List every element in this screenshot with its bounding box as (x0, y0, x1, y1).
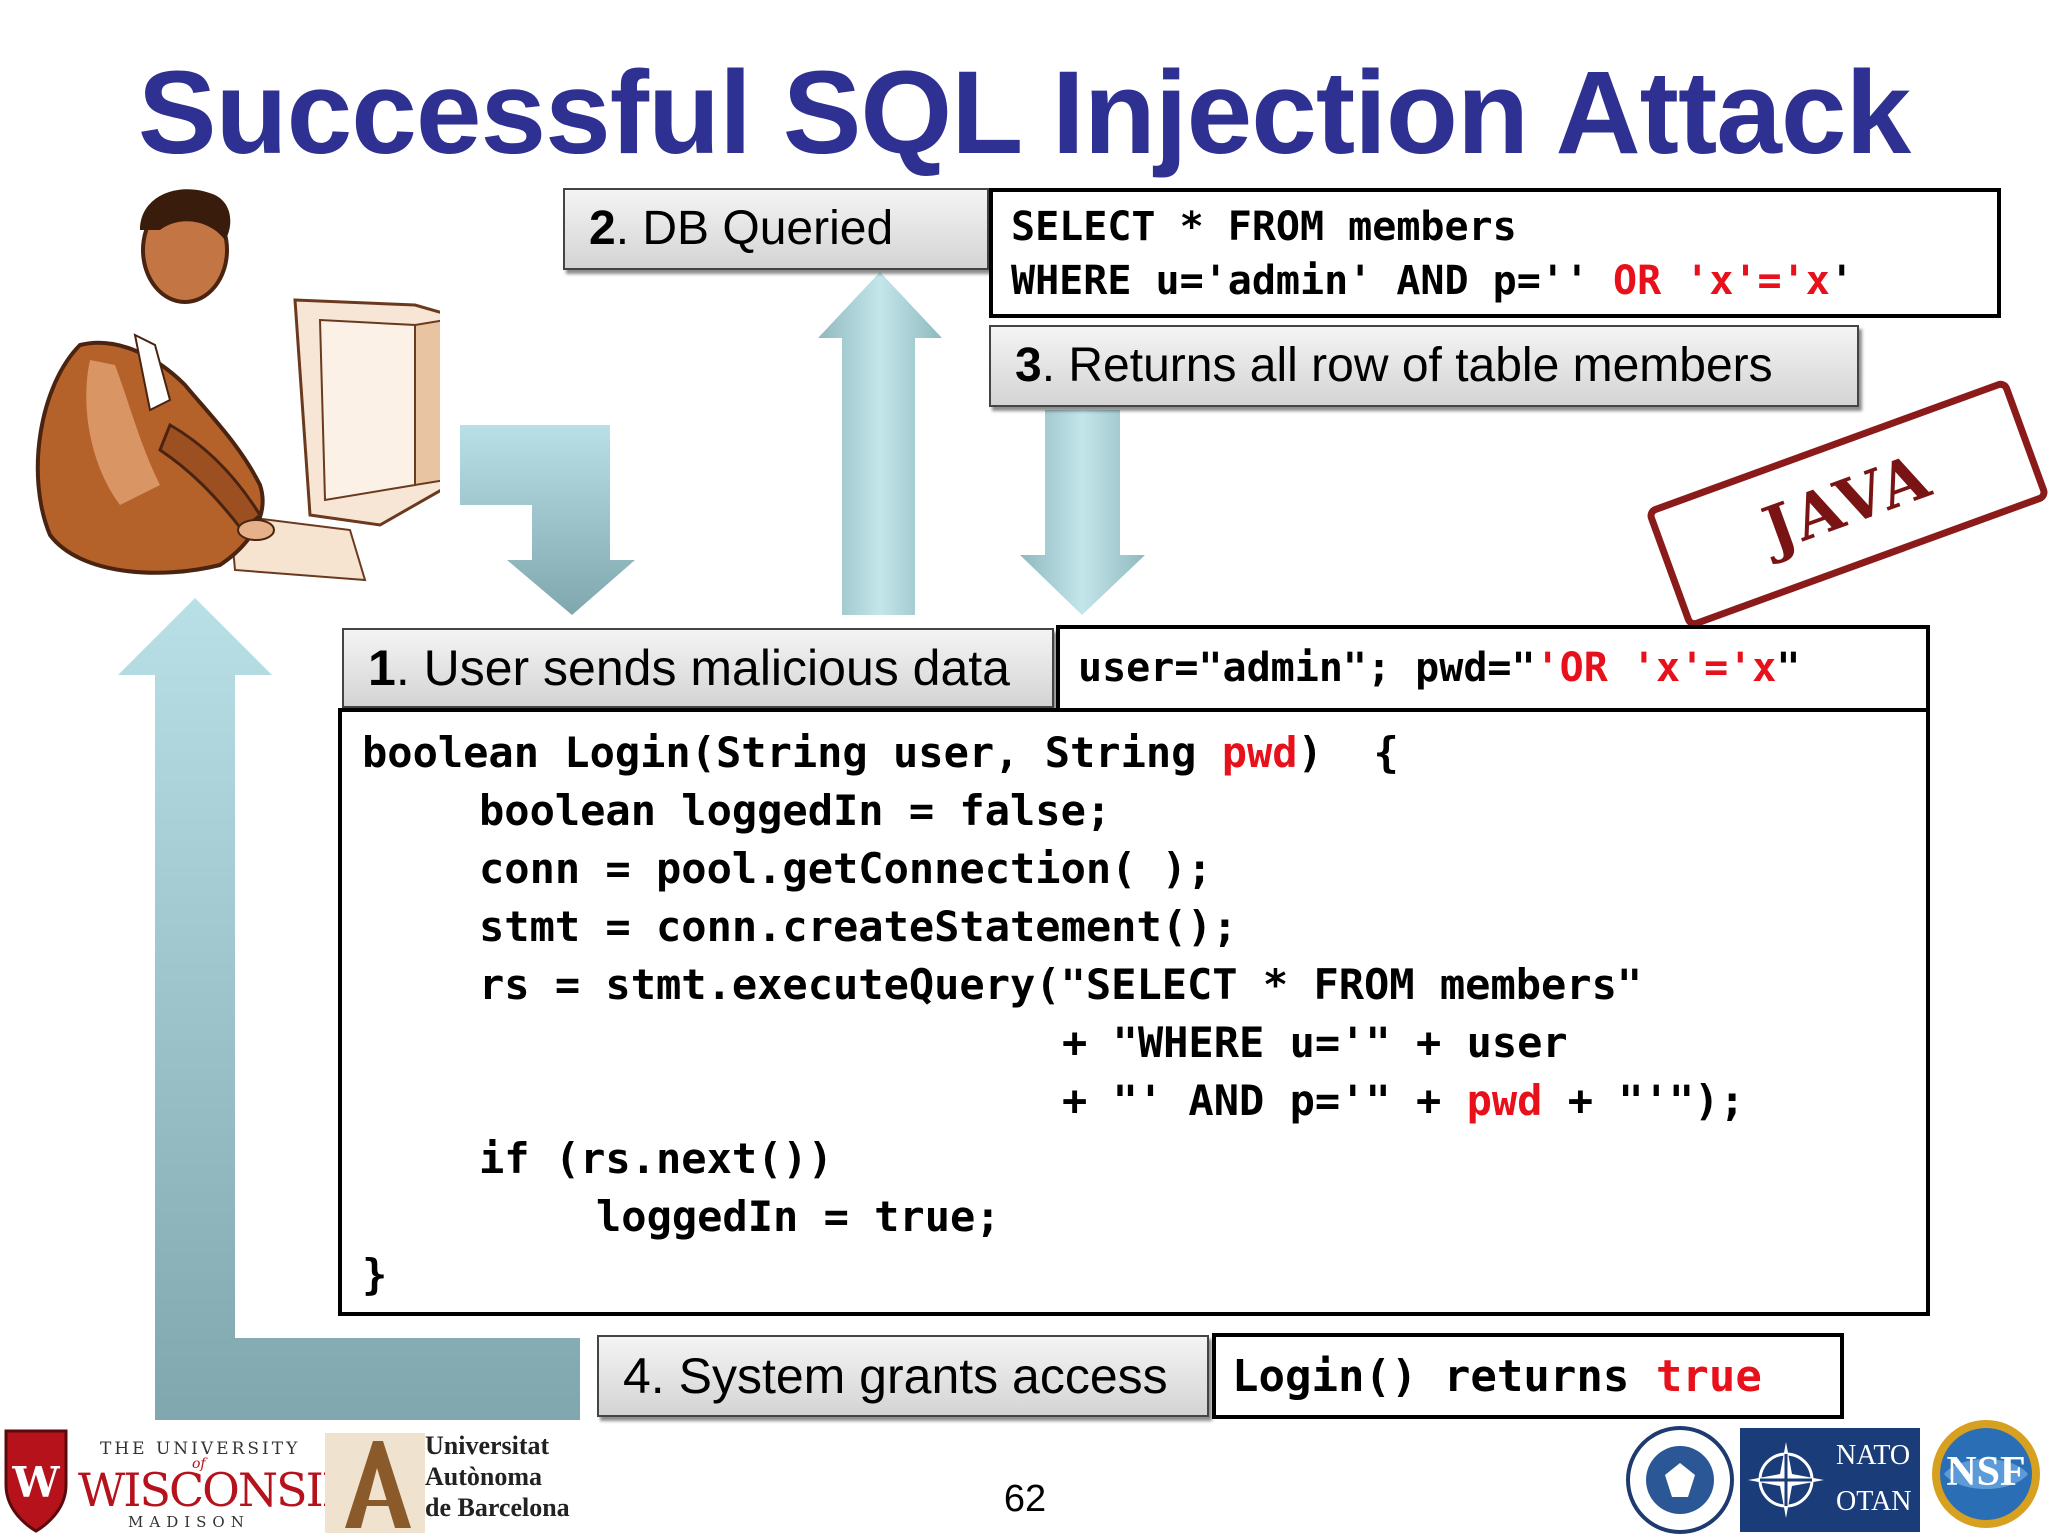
uw-madison-logo: W THE UNIVERSITY of WISCONSIN MADISON (0, 1425, 310, 1536)
code-line-4: stmt = conn.createStatement(); (479, 902, 1238, 951)
code-line-1: boolean Login(String user, String pwd) { (362, 728, 1399, 777)
code-line-5: rs = stmt.executeQuery("SELECT * FROM me… (479, 960, 1642, 1009)
step3-text: . Returns all row of table members (1042, 339, 1773, 392)
step4-label: 4. System grants access (597, 1335, 1209, 1417)
code-line-7: + "' AND p='" + pwd + "'"); (1062, 1076, 1745, 1125)
uab-line-3: de Barcelona (425, 1493, 570, 1523)
step2-label: 2. DB Queried (563, 188, 989, 270)
step2-number: 2 (589, 202, 616, 255)
uw-crest-icon: W (0, 1425, 72, 1536)
step3-label: 3. Returns all row of table members (989, 325, 1859, 407)
uab-line-1: Universitat (425, 1431, 549, 1461)
uw-main-text: WISCONSIN (78, 1463, 360, 1517)
uab-line-2: Autònoma (425, 1462, 542, 1492)
step3-number: 3 (1015, 339, 1042, 392)
nsf-logo: NSF (1930, 1418, 2042, 1530)
login-code-box: boolean Login(String user, String pwd) {… (338, 708, 1930, 1316)
nato-compass-icon (1746, 1440, 1826, 1520)
code-line-3: conn = pool.getConnection( ); (479, 844, 1212, 893)
result-text: Login() returns true (1232, 1351, 1762, 1402)
step1-label: 1. User sends malicious data (342, 628, 1054, 708)
step2-text: . DB Queried (616, 202, 893, 255)
page-number: 62 (990, 1478, 1060, 1521)
dhs-seal-icon (1625, 1425, 1735, 1535)
code-line-9: loggedIn = true; (596, 1192, 1001, 1241)
nato-logo: NATO OTAN (1740, 1428, 1920, 1532)
uab-emblem-icon (325, 1433, 425, 1533)
user-at-computer-illustration (20, 185, 440, 585)
uab-logo: Universitat Autònoma de Barcelona (320, 1425, 580, 1536)
step1-number: 1 (368, 640, 396, 696)
code-line-10: } (362, 1250, 387, 1299)
send-arrow (460, 425, 635, 615)
result-box: Login() returns true (1212, 1333, 1844, 1419)
code-line-8: if (rs.next()) (479, 1134, 833, 1183)
returns-arrow (1020, 410, 1145, 615)
nato-text: NATO (1836, 1440, 1910, 1472)
code-line-6: + "WHERE u='" + user (1062, 1018, 1568, 1067)
query-line-1: SELECT * FROM members (1011, 204, 1517, 250)
code-line-2: boolean loggedIn = false; (479, 786, 1111, 835)
input-text: user="admin"; pwd="'OR 'x'='x" (1078, 645, 1800, 691)
otan-text: OTAN (1836, 1486, 1912, 1518)
uw-bottom-text: MADISON (128, 1513, 250, 1531)
query-arrow (818, 272, 942, 615)
step1-text: . User sends malicious data (396, 640, 1010, 696)
query-line-2: WHERE u='admin' AND p='' OR 'x'='x' (1011, 258, 1854, 304)
query-box: SELECT * FROM members WHERE u='admin' AN… (989, 188, 2001, 318)
svg-text:W: W (11, 1458, 60, 1507)
input-box: user="admin"; pwd="'OR 'x'='x" (1056, 625, 1930, 713)
nsf-text: NSF (1930, 1448, 2042, 1496)
